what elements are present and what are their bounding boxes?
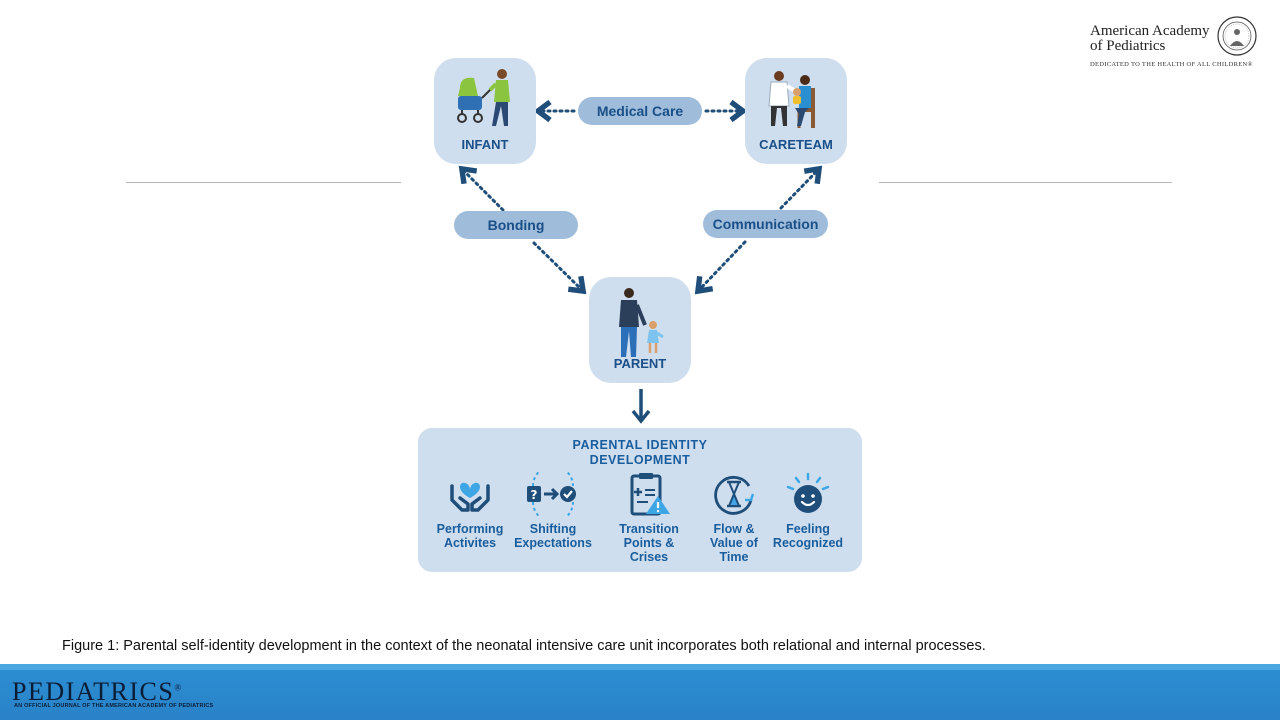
right-divider bbox=[879, 182, 1172, 183]
infant-label: INFANT bbox=[461, 137, 509, 152]
identity-label-line2: Points & Crises bbox=[623, 536, 675, 564]
identity-item-transition: Transition Points & Crises bbox=[606, 472, 692, 564]
identity-label-line2: Activites bbox=[443, 536, 497, 550]
bonding-pill: Bonding bbox=[454, 211, 578, 239]
identity-item-label: Transition Points & Crises bbox=[606, 522, 692, 564]
communication-pill: Communication bbox=[703, 210, 828, 238]
identity-item-flow: Flow & Value of Time bbox=[691, 472, 777, 564]
identity-label-line2: Expectations bbox=[514, 536, 592, 550]
aap-name: American Academy of Pediatrics bbox=[1090, 24, 1210, 54]
parental-identity-box: PARENTAL IDENTITY DEVELOPMENT Performing… bbox=[418, 428, 862, 572]
communication-arrow-down bbox=[694, 240, 747, 295]
identity-label-line1: Transition bbox=[619, 522, 679, 536]
identity-title-line1: PARENTAL IDENTITY bbox=[572, 438, 708, 452]
careteam-label: CARETEAM bbox=[759, 137, 833, 152]
identity-label-line1: Performing bbox=[436, 522, 504, 536]
identity-item-performing: Performing Activites bbox=[427, 472, 513, 550]
identity-label-line2: Value of bbox=[710, 536, 758, 550]
identity-label-line2: Recognized bbox=[772, 536, 844, 550]
identity-label-line1: Feeling bbox=[786, 522, 830, 536]
bonding-arrow-down bbox=[532, 241, 587, 295]
footer-band bbox=[0, 664, 1280, 670]
identity-label-line1: Shifting bbox=[529, 522, 577, 536]
careteam-node: CARETEAM bbox=[745, 58, 847, 164]
smiley-icon bbox=[786, 472, 830, 513]
parent-holding-child-hand-icon bbox=[619, 288, 664, 357]
identity-label-line3: Time bbox=[719, 550, 749, 564]
identity-item-shifting: ? Shifting Expectations bbox=[510, 472, 596, 550]
pediatrics-logo: PEDIATRICS® bbox=[12, 677, 183, 707]
parent-with-stroller-icon bbox=[457, 69, 510, 126]
aap-name-line2: of Pediatrics bbox=[1090, 38, 1166, 54]
figure-caption: Figure 1: Parental self-identity develop… bbox=[62, 638, 986, 654]
identity-item-label: Shifting Expectations bbox=[510, 522, 596, 550]
hands-heart-icon bbox=[450, 482, 490, 512]
identity-item-label: Feeling Recognized bbox=[765, 522, 851, 550]
bonding-arrow-up bbox=[458, 165, 505, 212]
svg-text:?: ? bbox=[531, 488, 538, 502]
question-arrow-check-icon: ? bbox=[527, 472, 576, 516]
connector-arrows bbox=[458, 99, 823, 424]
identity-label-line1: Flow & bbox=[713, 522, 755, 536]
identity-title-line2: DEVELOPMENT bbox=[589, 453, 691, 467]
communication-arrow-up bbox=[779, 165, 823, 210]
left-divider bbox=[126, 182, 401, 183]
pediatrics-subtitle: AN OFFICIAL JOURNAL OF THE AMERICAN ACAD… bbox=[14, 703, 214, 709]
hourglass-cycle-icon bbox=[714, 475, 755, 515]
brand-mark: ® bbox=[174, 682, 183, 693]
identity-item-feeling: Feeling Recognized bbox=[765, 472, 851, 550]
aap-seal-icon bbox=[1217, 16, 1257, 56]
brand-text: PEDIATRICS bbox=[12, 677, 175, 706]
identity-item-label: Flow & Value of Time bbox=[691, 522, 777, 564]
clipboard-warning-icon bbox=[630, 473, 670, 516]
identity-item-label: Performing Activites bbox=[427, 522, 513, 550]
aap-tagline: DEDICATED TO THE HEALTH OF ALL CHILDREN® bbox=[1090, 61, 1253, 68]
infant-node: INFANT bbox=[434, 58, 536, 164]
identity-title: PARENTAL IDENTITY DEVELOPMENT bbox=[418, 438, 862, 468]
medical-care-pill: Medical Care bbox=[578, 97, 702, 125]
parent-node: PARENT bbox=[589, 277, 691, 383]
footer-bar bbox=[0, 664, 1280, 720]
doctor-and-patient-icon bbox=[768, 71, 815, 128]
aap-name-line1: American Academy bbox=[1090, 23, 1210, 39]
parent-label: PARENT bbox=[613, 356, 667, 371]
